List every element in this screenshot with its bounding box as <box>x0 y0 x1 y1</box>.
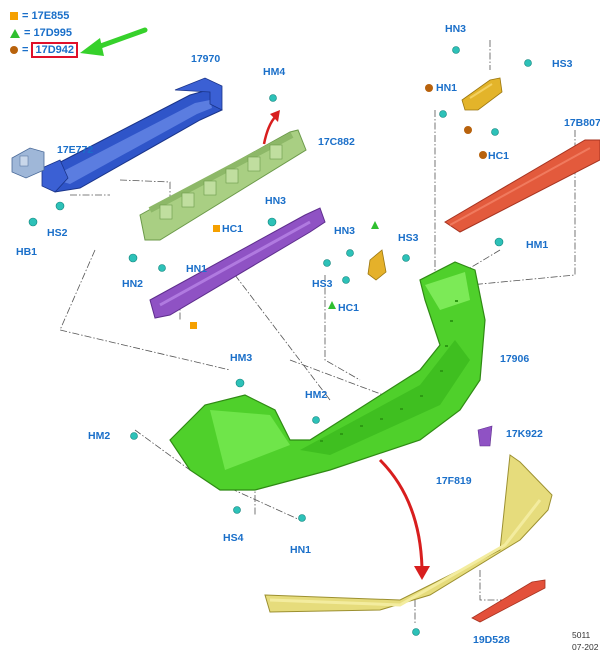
clip-17k922 <box>477 425 493 447</box>
bracket-19d528 <box>471 579 546 623</box>
label-17b807: 17B807 <box>564 117 600 129</box>
footer-date: 07-202 <box>572 642 599 652</box>
label-hc1-center: HC1 <box>338 302 360 314</box>
green-pointer-arrow <box>80 27 148 56</box>
label-hm4: HM4 <box>263 66 286 78</box>
label-hn3-top: HN3 <box>445 23 467 35</box>
step-pad-17b807 <box>444 139 600 233</box>
footer-code: 5011 <box>572 630 591 640</box>
red-arrowhead-hm4 <box>270 110 280 122</box>
label-hn1-bottom: HN1 <box>290 544 312 556</box>
lower-valance-17f819 <box>264 454 553 613</box>
label-hs3-top: HS3 <box>552 58 573 70</box>
highlighted-part-number: 17D942 <box>31 42 79 58</box>
marker-circle-under <box>464 126 472 134</box>
label-hm3: HM3 <box>230 352 253 364</box>
marker-circle-hn1 <box>425 84 433 92</box>
legend-text: = 17D995 <box>24 27 73 39</box>
marker-square-hc1 <box>213 225 220 232</box>
legend-item-triangle: = 17D995 <box>10 27 72 41</box>
label-19d528: 19D528 <box>473 634 510 646</box>
legend-item-circle: = 17D942 <box>10 42 79 58</box>
label-hs4: HS4 <box>223 532 244 544</box>
label-17f819: 17F819 <box>436 475 472 487</box>
label-hm1: HM1 <box>526 239 549 251</box>
legend-text: = 17E855 <box>22 10 70 22</box>
label-hm2-left: HM2 <box>88 430 111 442</box>
label-17e772: 17E772 <box>57 144 94 156</box>
label-hn2: HN2 <box>122 278 144 290</box>
legend-item-square: = 17E855 <box>10 10 69 24</box>
upper-bracket-yellow <box>461 77 503 111</box>
label-hs3-center: HS3 <box>398 232 419 244</box>
marker-square-bottom <box>190 322 197 329</box>
label-hm2-center: HM2 <box>305 389 328 401</box>
label-17906: 17906 <box>500 353 530 365</box>
energy-absorber-17c882 <box>139 129 307 241</box>
label-hc1-mid: HC1 <box>222 223 244 235</box>
red-arrowhead-valance <box>414 566 430 580</box>
label-17c882: 17C882 <box>318 136 355 148</box>
label-hn3-mid: HN3 <box>265 195 287 207</box>
brown-circle-icon <box>10 46 18 55</box>
marker-triangle-top <box>371 221 379 229</box>
red-curved-arrow-valance <box>378 458 424 569</box>
red-curved-arrow-hm4 <box>262 115 277 145</box>
label-hs3-left: HS3 <box>312 278 333 290</box>
label-hn1-left: HN1 <box>186 263 208 275</box>
label-17970: 17970 <box>191 53 221 65</box>
center-bracket-yellow <box>367 249 387 281</box>
legend-prefix: = <box>22 44 32 56</box>
rear-bumper-reinforcement-17970 <box>41 77 223 193</box>
label-17k922: 17K922 <box>506 428 543 440</box>
bumper-bracket-purple <box>149 207 326 319</box>
label-hn1-top: HN1 <box>436 82 458 94</box>
marker-circle-hc1 <box>479 151 487 159</box>
label-hc1-right: HC1 <box>488 150 510 162</box>
marker-triangle-hc1 <box>328 301 336 309</box>
bumper-cover-17906 <box>169 261 486 491</box>
orange-square-icon <box>10 12 18 21</box>
green-triangle-icon <box>10 28 20 38</box>
fasteners <box>28 46 532 636</box>
label-hn3-center: HN3 <box>334 225 356 237</box>
label-hb1: HB1 <box>16 246 38 258</box>
bracket-17e772 <box>11 147 45 179</box>
label-hs2: HS2 <box>47 227 68 239</box>
